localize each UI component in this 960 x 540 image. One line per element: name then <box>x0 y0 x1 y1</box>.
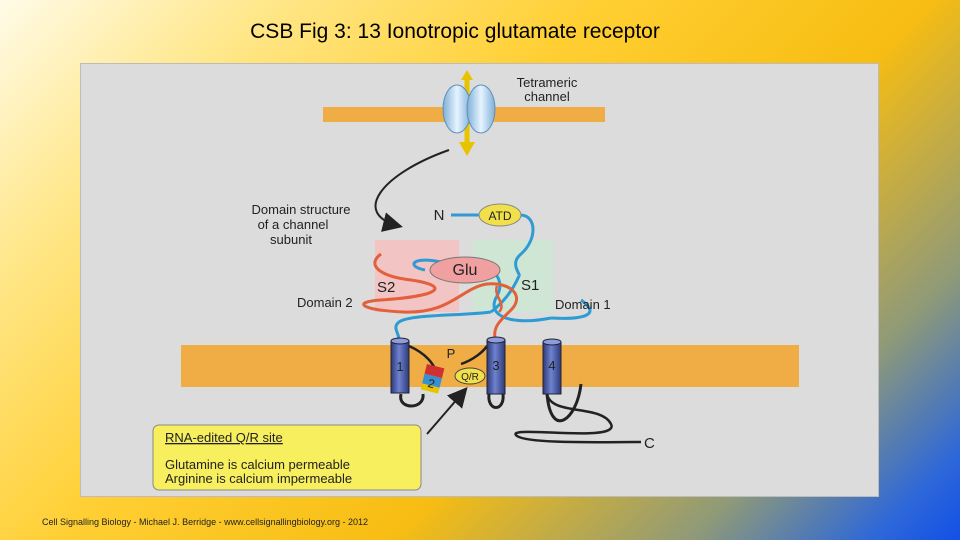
receptor-diagram: Tetrameric channel Domain structure of a… <box>152 70 799 491</box>
domain1-label: Domain 1 <box>555 297 611 312</box>
n-terminal-label: N <box>434 207 445 224</box>
helix-3: 3 <box>486 336 506 395</box>
domain-structure-line1: Domain structure <box>252 202 351 217</box>
rna-note-line2: Arginine is calcium impermeable <box>165 471 352 486</box>
helix-4: 4 <box>542 338 562 395</box>
glu-ligand <box>429 256 501 284</box>
helix-3-label: 3 <box>492 358 499 373</box>
tetrameric-channel-icon <box>442 70 496 156</box>
rna-note-line1: Glutamine is calcium permeable <box>165 457 350 472</box>
slide-title: CSB Fig 3: 13 Ionotropic glutamate recep… <box>250 20 660 43</box>
tetrameric-label-line1: Tetrameric <box>517 75 578 90</box>
receptor-figure: Tetrameric channel Domain structure of a… <box>80 63 879 497</box>
domain-structure-line2: of a channel <box>258 217 329 232</box>
s2-label: S2 <box>377 279 395 296</box>
helix-4-label: 4 <box>548 358 555 373</box>
helix-2: 2 <box>420 364 445 394</box>
rna-note-title: RNA-edited Q/R site <box>165 430 283 445</box>
pore-label: P <box>447 346 456 361</box>
glu-label: Glu <box>453 262 478 279</box>
helix-1: 1 <box>390 337 410 394</box>
s1-label: S1 <box>521 277 539 294</box>
helix-1-label: 1 <box>396 359 403 374</box>
qr-label: Q/R <box>461 372 479 383</box>
qr-arrow <box>426 386 468 435</box>
domain2-label: Domain 2 <box>297 295 353 310</box>
qr-site <box>454 367 486 385</box>
curved-arrow <box>374 149 450 232</box>
atd-label: ATD <box>488 209 511 223</box>
helix-2-label: 2 <box>426 376 436 391</box>
c-terminal-label: C <box>644 435 655 452</box>
domain-structure-line3: subunit <box>270 232 312 247</box>
tetrameric-label-line2: channel <box>524 89 570 104</box>
slide-footer: Cell Signalling Biology - Michael J. Ber… <box>42 517 368 527</box>
rna-edited-note: RNA-edited Q/R site Glutamine is calcium… <box>152 424 422 491</box>
